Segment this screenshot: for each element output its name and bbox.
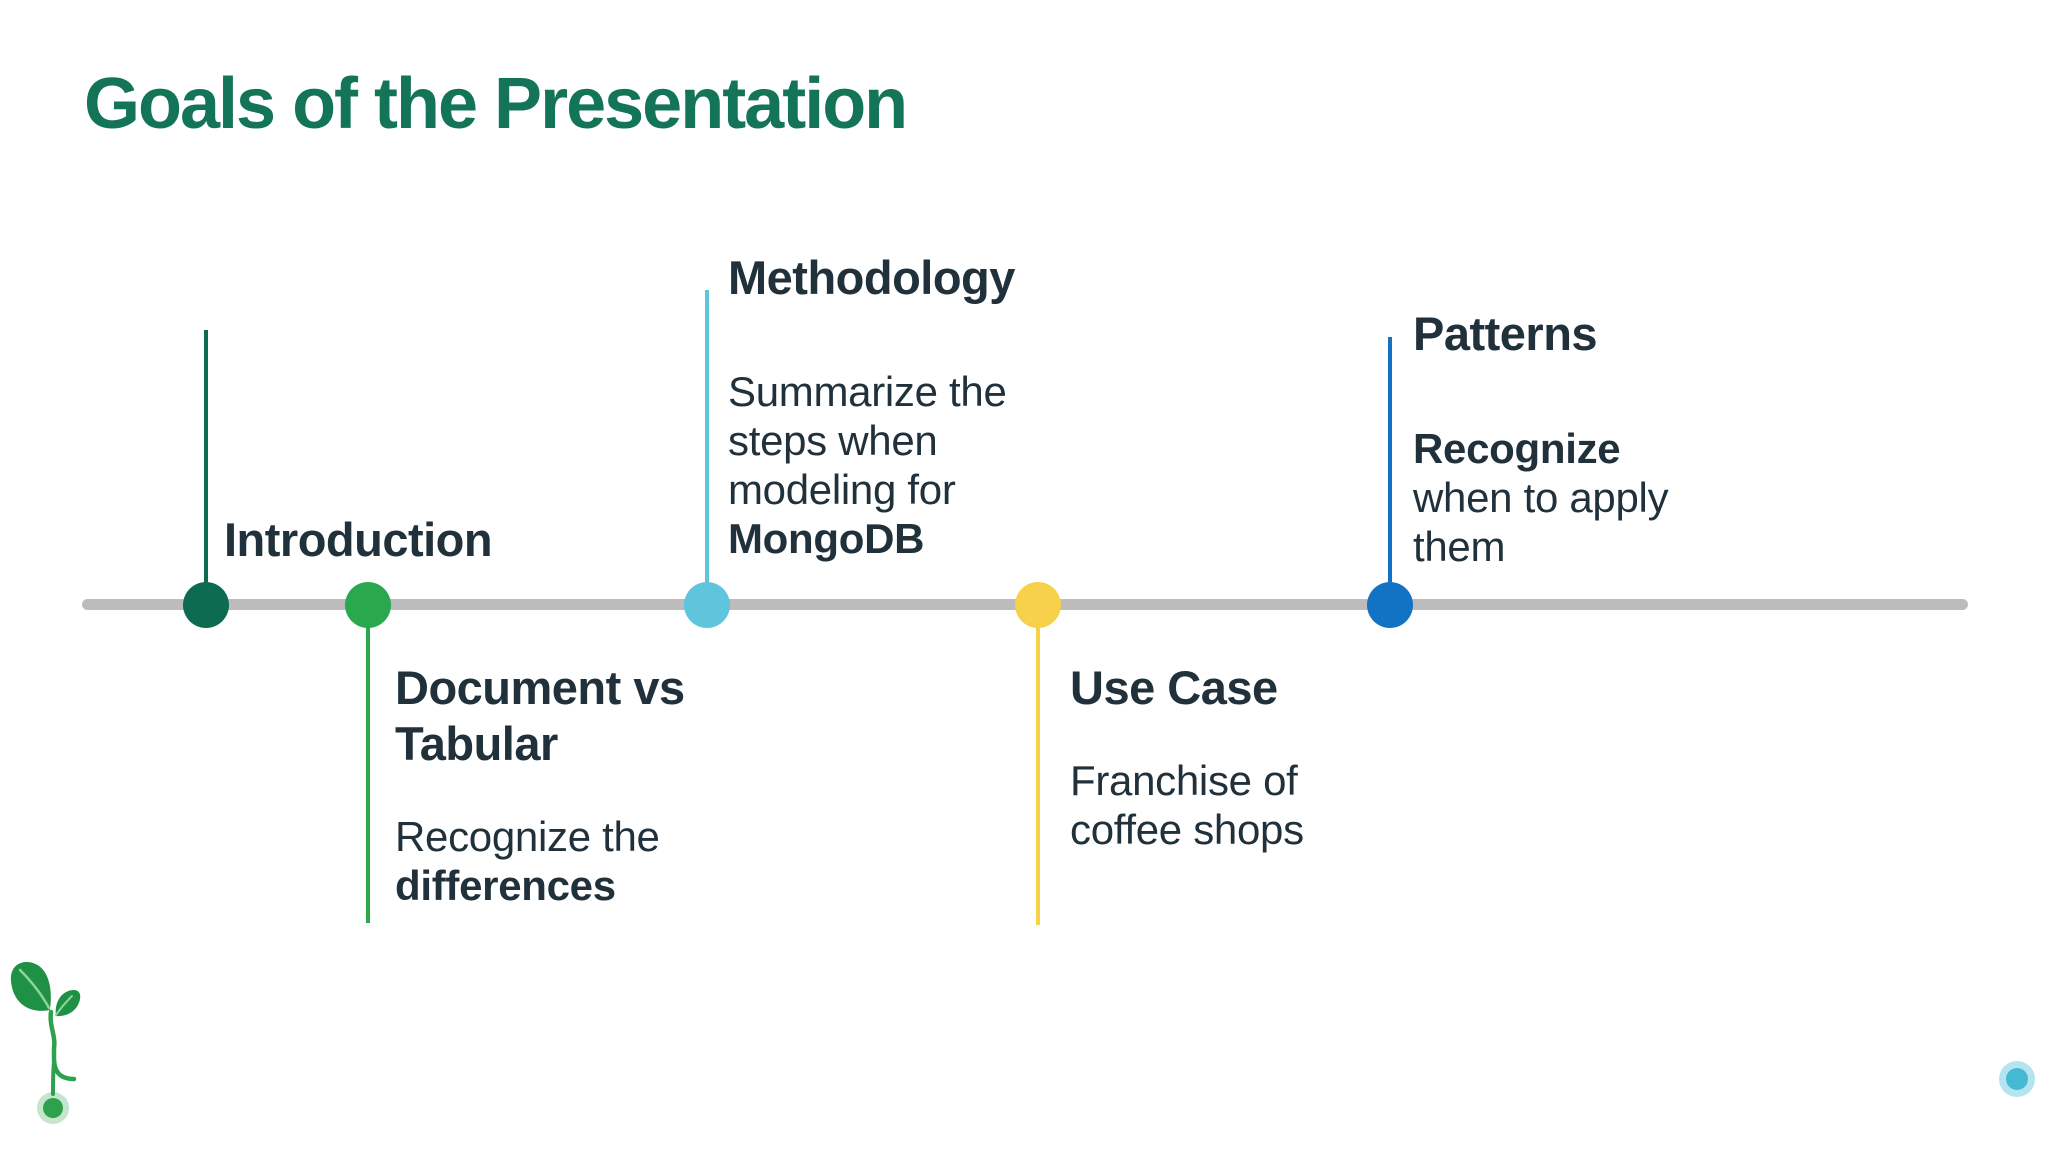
seed-dot (43, 1098, 63, 1118)
body-line: Recognize the (395, 813, 660, 860)
sprout-leaf-big (10, 961, 51, 1011)
introduction-title: Introduction (224, 513, 493, 566)
document-vs-tabular-title: Document vs Tabular (395, 660, 685, 772)
patterns-dot (1367, 582, 1413, 628)
methodology-connector-line (705, 290, 709, 605)
body-line: them (1413, 523, 1506, 570)
document-vs-tabular-connector-line (366, 605, 370, 923)
use-case-connector-line (1036, 605, 1040, 925)
use-case-dot (1015, 582, 1061, 628)
sprout-stem-drop (51, 1060, 56, 1096)
body-line: when to apply (1413, 474, 1669, 521)
patterns-body: Recognize when to apply them (1413, 424, 1669, 571)
methodology-dot (684, 582, 730, 628)
sprout-leaf-big-vein (18, 968, 51, 1010)
patterns-connector-line (1388, 337, 1392, 605)
sprout-leaf-small-vein (55, 995, 73, 1016)
sprout-icon (10, 961, 81, 1124)
methodology-body: Summarize the steps when modeling for Mo… (728, 367, 1007, 563)
body-line: MongoDB (728, 515, 925, 562)
introduction-connector-line (204, 330, 208, 605)
page-title: Goals of the Presentation (84, 64, 908, 144)
body-line: coffee shops (1070, 806, 1304, 853)
document-vs-tabular-body: Recognize the differences (395, 812, 660, 910)
body-line: Summarize the (728, 368, 1007, 415)
body-line: Recognize (1413, 425, 1621, 472)
sprout-stem (48, 1009, 77, 1082)
use-case-title: Use Case (1070, 661, 1278, 714)
title-line: Tabular (395, 717, 558, 770)
sprout-leaf-small (55, 990, 81, 1017)
body-line: steps when (728, 417, 938, 464)
introduction-dot (183, 582, 229, 628)
title-line: Document vs (395, 661, 685, 714)
methodology-title: Methodology (728, 251, 1015, 304)
use-case-body: Franchise of coffee shops (1070, 756, 1304, 854)
footer-end-dot (2006, 1068, 2028, 1090)
body-line: modeling for (728, 466, 956, 513)
document-vs-tabular-dot (345, 582, 391, 628)
body-line: differences (395, 862, 616, 909)
patterns-title: Patterns (1413, 307, 1598, 360)
body-line: Franchise of (1070, 757, 1298, 804)
